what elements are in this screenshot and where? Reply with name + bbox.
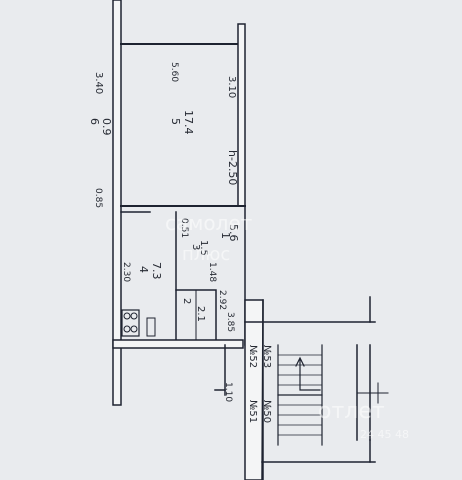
- ceiling-height: h-2.50: [226, 150, 239, 185]
- room1-side: 3.85: [225, 312, 235, 332]
- apartment-51: №51: [247, 400, 258, 423]
- walls: [112, 0, 389, 480]
- bottom-wall: [112, 339, 244, 349]
- apartment-50: №50: [261, 400, 272, 423]
- room3-area: 1.5: [198, 240, 209, 256]
- room6-number: 6: [88, 118, 101, 125]
- watermark-brand2: отлет: [318, 399, 385, 424]
- small-dimension: 1.10: [223, 382, 233, 402]
- apartment-52: №52: [247, 345, 258, 368]
- room5-depth: 3.10: [226, 76, 237, 98]
- watermark: самолет плюс отлет 24 45 48: [165, 211, 409, 441]
- room4-number: 4: [137, 266, 150, 273]
- room3-number: 3: [190, 244, 201, 250]
- room5-number: 5: [169, 118, 182, 125]
- apartment-53: №53: [261, 345, 272, 368]
- room1-extra: 0.51: [179, 218, 189, 238]
- left-wall: [112, 0, 122, 406]
- room6-width: 3.40: [93, 72, 104, 94]
- watermark-brand: самолет: [165, 211, 253, 235]
- room1-area: 5.6: [227, 224, 240, 242]
- stove: [121, 309, 140, 337]
- room2-number: 2: [181, 298, 192, 304]
- room6-depth: 0.85: [93, 188, 103, 208]
- room4-area: 7.3: [150, 262, 163, 280]
- room1-number: 1: [219, 232, 232, 239]
- stairwell-left: [244, 299, 264, 480]
- room4-width: 2.30: [121, 262, 131, 282]
- sink: [146, 317, 156, 337]
- room5-width: 5.60: [169, 62, 179, 82]
- room2-width: 2.92: [217, 290, 227, 310]
- room5-area: 17.4: [182, 110, 195, 135]
- room6-area: 0.9: [100, 118, 113, 136]
- room3-width: 1.48: [207, 262, 217, 282]
- room-labels: 3.40 6 0.9 0.85 5.60 5 17.4 3.10 h-2.50 …: [88, 62, 240, 402]
- room2-area: 2.1: [195, 306, 206, 322]
- apartment-labels: №52 №53 №51 №50: [247, 345, 272, 423]
- watermark-line2: плюс: [182, 244, 230, 265]
- stair-arrow: [299, 359, 321, 391]
- watermark-phone: 24 45 48: [360, 428, 409, 441]
